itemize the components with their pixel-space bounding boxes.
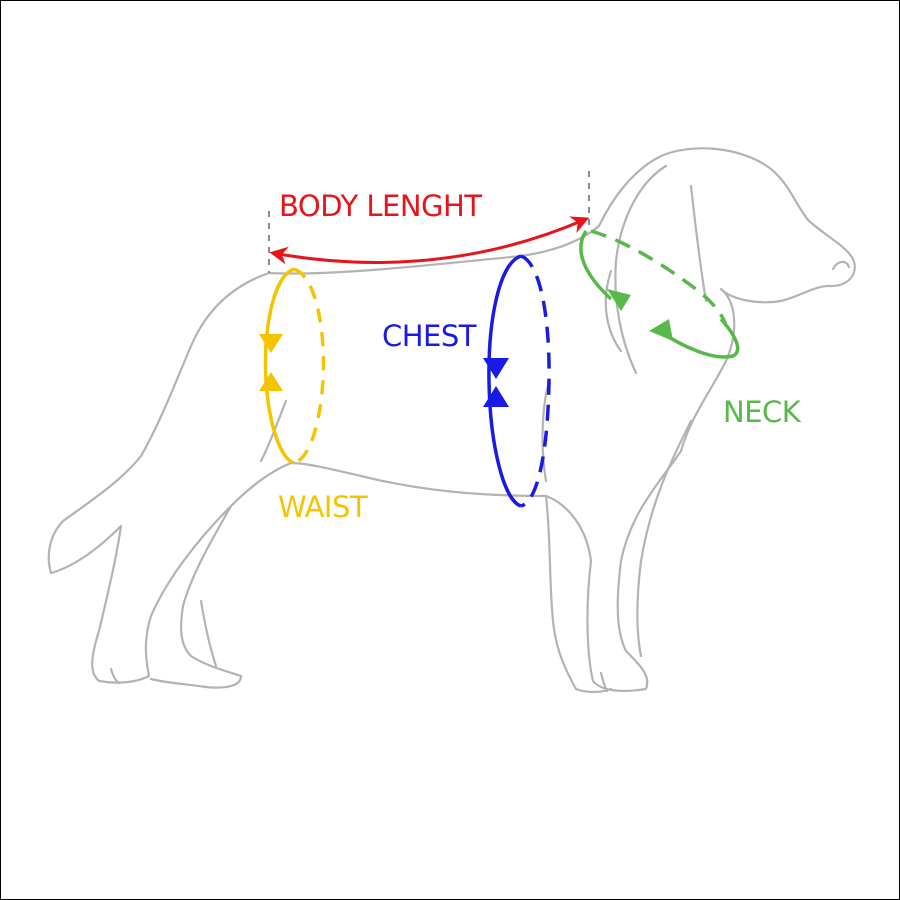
chest-arrow-up-icon (483, 386, 509, 407)
waist-measure-loop (259, 267, 326, 465)
waist-arrow-up-icon (259, 372, 283, 391)
label-neck: NECK (723, 395, 802, 429)
label-chest: CHEST (382, 319, 477, 353)
waist-arrow-down-icon (259, 334, 283, 353)
neck-arrow-left-icon (649, 319, 673, 341)
chest-measure-loop (483, 254, 551, 508)
chest-arrow-down-icon (483, 358, 509, 379)
neck-arrow-down-icon (607, 289, 631, 311)
body-length-arrow (269, 216, 590, 265)
dog-silhouette (47, 147, 856, 694)
neck-measure-loop (579, 229, 740, 359)
label-waist: WAIST (278, 490, 368, 524)
label-body-length: BODY LENGHT (279, 189, 482, 223)
